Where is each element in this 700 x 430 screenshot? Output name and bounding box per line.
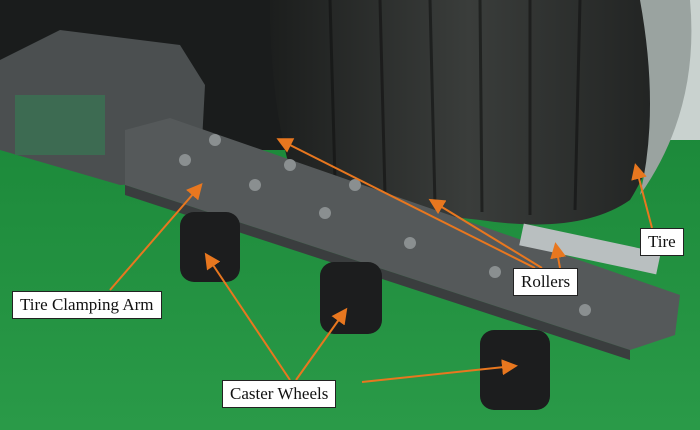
- rim: [640, 0, 692, 195]
- control-panel: [15, 95, 105, 155]
- tire: [270, 0, 669, 225]
- label-tire: Tire: [640, 228, 684, 256]
- label-caster-wheels: Caster Wheels: [222, 380, 337, 408]
- label-rollers: Rollers: [513, 268, 579, 296]
- caster-wheels: [180, 212, 550, 410]
- annotation-arrows: [109, 138, 653, 383]
- rollers: [519, 223, 661, 275]
- label-tire-clamping-arm: Tire Clamping Arm: [12, 291, 162, 319]
